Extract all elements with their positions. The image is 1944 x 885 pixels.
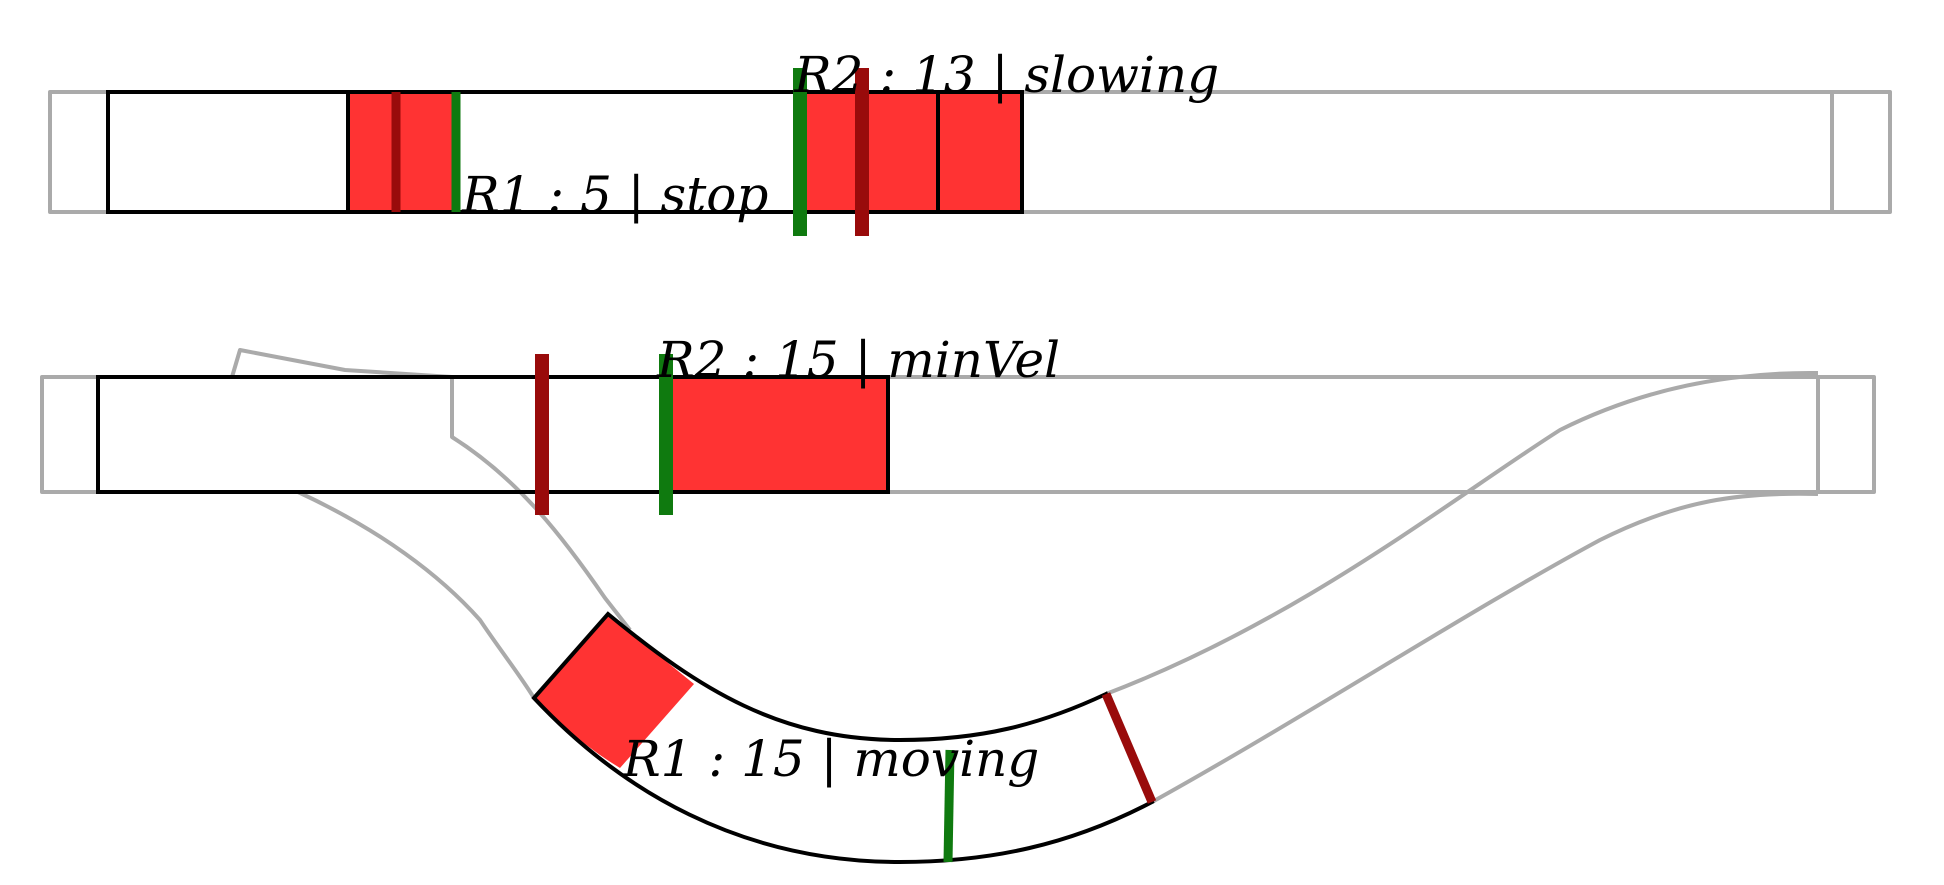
middle-r2-status-label: R2 : 15 | minVel (656, 331, 1060, 389)
top-r1-status-label: R1 : 5 | stop (461, 166, 768, 224)
top-road-outline (106, 90, 1024, 214)
curve-lane-inner-left (297, 490, 536, 700)
top-occupied-segment-right (800, 92, 1022, 212)
middle-road-outline (96, 375, 890, 494)
top-lane-outline (48, 90, 1892, 214)
middle-lane-outline (40, 375, 1876, 494)
curve-lane-inner-right (1151, 491, 1819, 804)
middle-track: R2 : 15 | minVel (40, 331, 1876, 804)
bottom-r1-start-marker (943, 749, 955, 863)
bottom-road-outline (531, 611, 1155, 865)
middle-occupied-segment (666, 377, 888, 492)
bottom-curve-track: R1 : 15 | moving (531, 611, 1157, 865)
curve-lane-outer-left (230, 348, 632, 632)
top-occupied-segment-left (348, 92, 458, 212)
top-r2-status-label: R2 : 13 | slowing (793, 46, 1219, 104)
bottom-r1-status-label: R1 : 15 | moving (622, 730, 1039, 788)
top-track: R2 : 13 | slowing R1 : 5 | stop (48, 46, 1892, 236)
bottom-r1-end-marker (1101, 692, 1157, 804)
curve-lane-outer-right (1105, 370, 1819, 696)
